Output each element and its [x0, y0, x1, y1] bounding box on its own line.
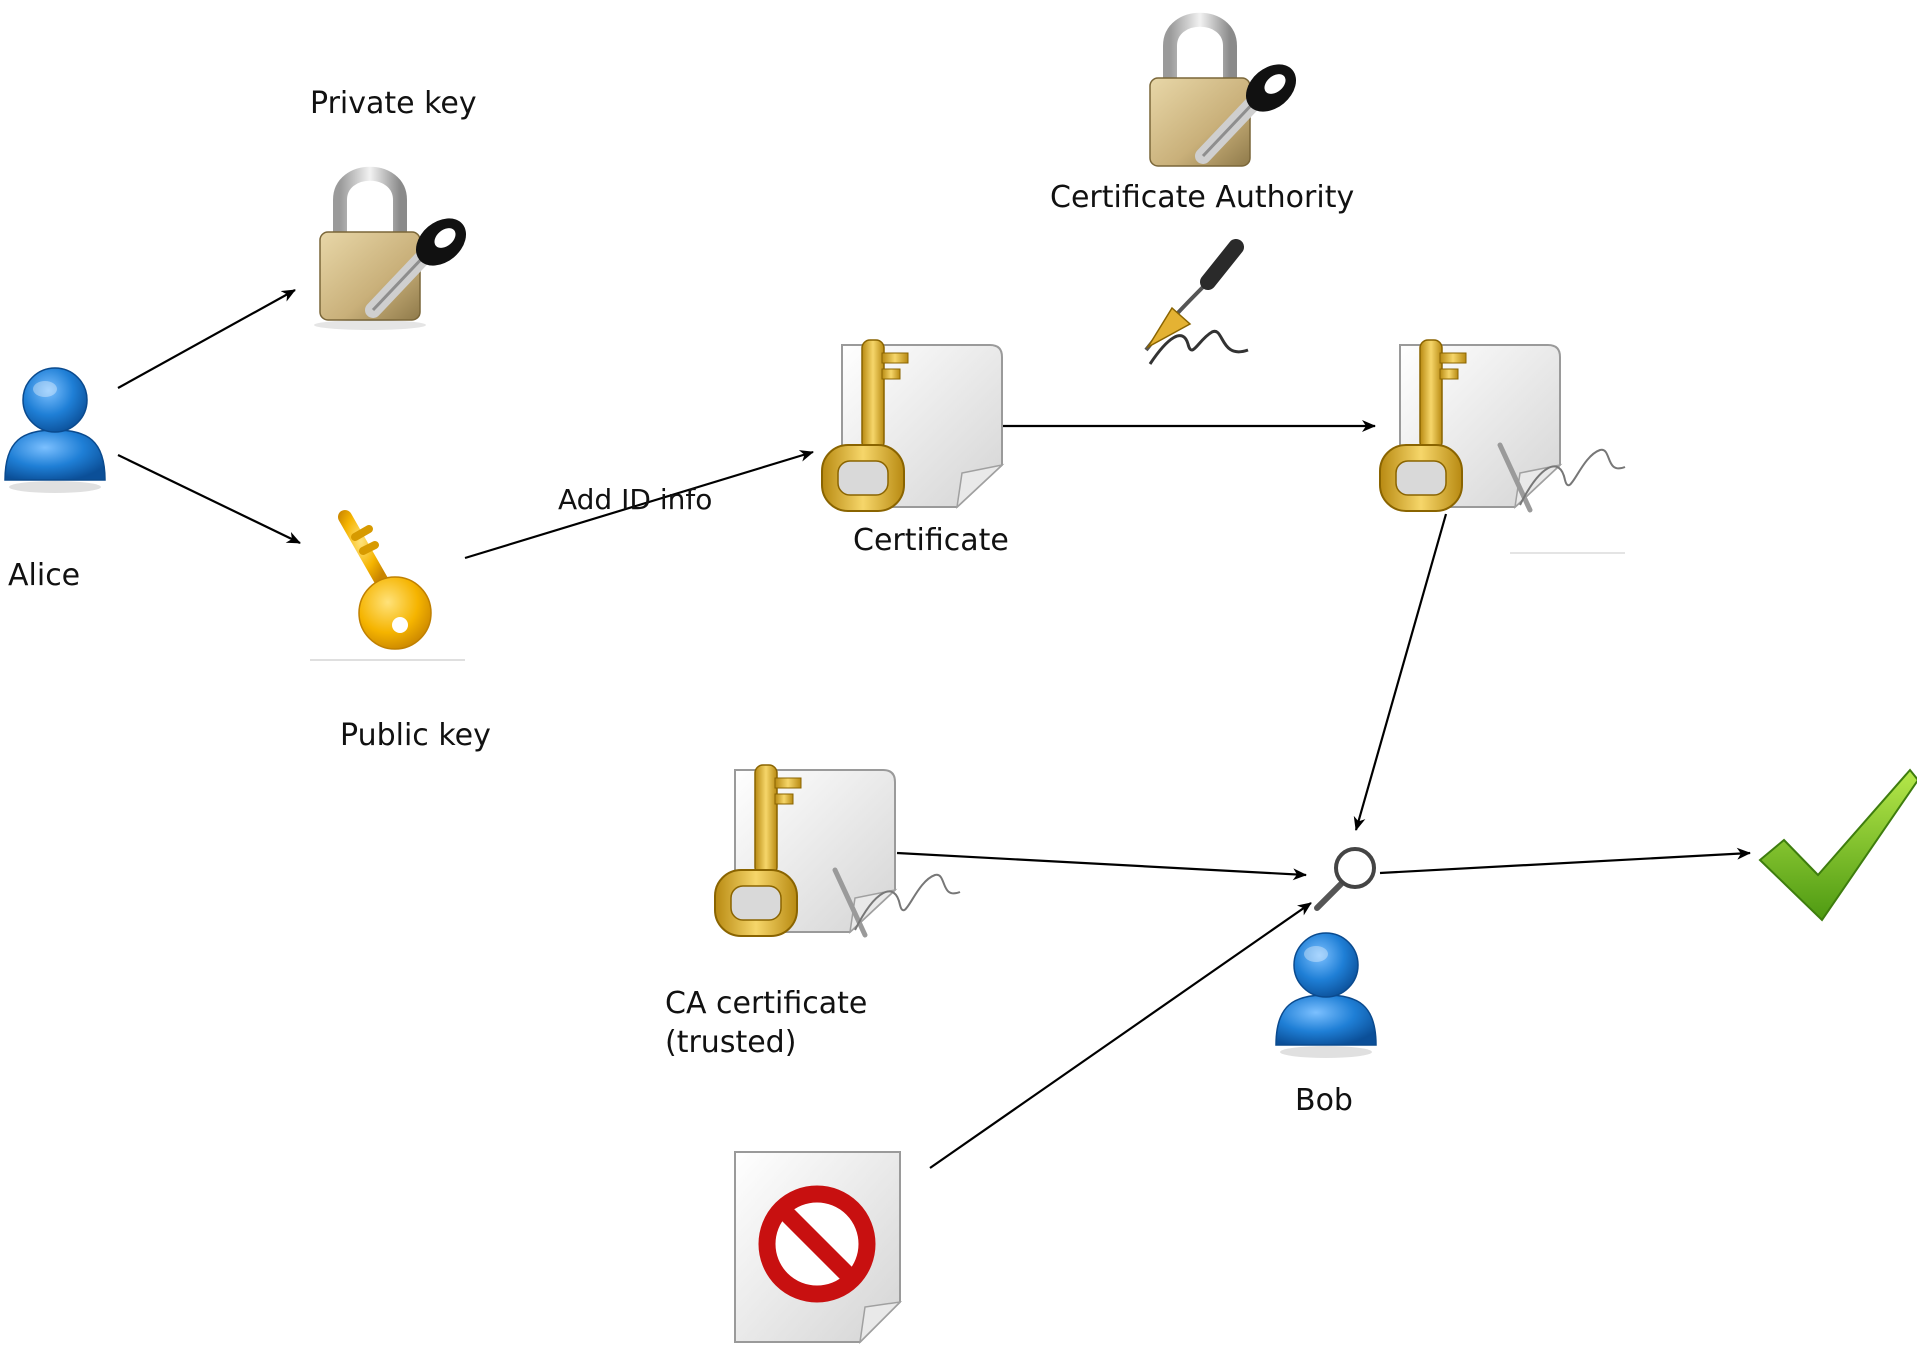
- certificate-authority-node: Certificate Authority: [1050, 12, 1354, 215]
- bob-label: Bob: [1295, 1083, 1353, 1118]
- bob-node: Bob: [1275, 932, 1377, 1118]
- prohibited-document-icon: [734, 1151, 903, 1345]
- alice-node: Alice: [4, 367, 106, 593]
- edge-signed-verifier: [1353, 513, 1448, 831]
- private-key-label: Private key: [310, 86, 477, 121]
- ca-certificate-node: CA certificate (trusted): [665, 764, 961, 1060]
- signed-certificate-icon: [714, 764, 961, 938]
- alice-label: Alice: [8, 558, 80, 593]
- edge-revocation-verifier: [929, 902, 1312, 1169]
- edge-ca-verifier: [896, 851, 1307, 881]
- user-icon: [1275, 932, 1377, 1058]
- edge-verifier-valid: [1379, 847, 1751, 875]
- public-key-label: Public key: [340, 718, 491, 753]
- ca-certificate-label-line2: (trusted): [665, 1025, 796, 1060]
- signed-certificate-icon: [1379, 339, 1626, 554]
- edge-alice-public-key: [117, 454, 301, 544]
- ca-certificate-label-line1: CA certificate: [665, 986, 867, 1021]
- checkmark-icon: [1758, 768, 1917, 922]
- edge-label-add-id-info: Add ID info: [558, 483, 712, 516]
- user-icon: [4, 367, 106, 493]
- padlock-key-icon: [314, 166, 467, 330]
- key-icon: [310, 510, 465, 661]
- private-key-node: Private key: [310, 86, 477, 330]
- public-key-node: Public key: [310, 510, 491, 753]
- certificate-icon: [821, 339, 1005, 512]
- certificate-authority-label: Certificate Authority: [1050, 180, 1354, 215]
- edge-public-key-certificate: [464, 450, 814, 560]
- padlock-key-icon: [1149, 12, 1297, 167]
- certificate-label: Certificate: [853, 523, 1009, 558]
- magnifier-icon: [1314, 847, 1376, 911]
- edge-alice-private-key: [117, 289, 296, 389]
- certificate-node: Certificate: [821, 339, 1009, 558]
- fountain-pen-signature-icon: [1144, 239, 1249, 365]
